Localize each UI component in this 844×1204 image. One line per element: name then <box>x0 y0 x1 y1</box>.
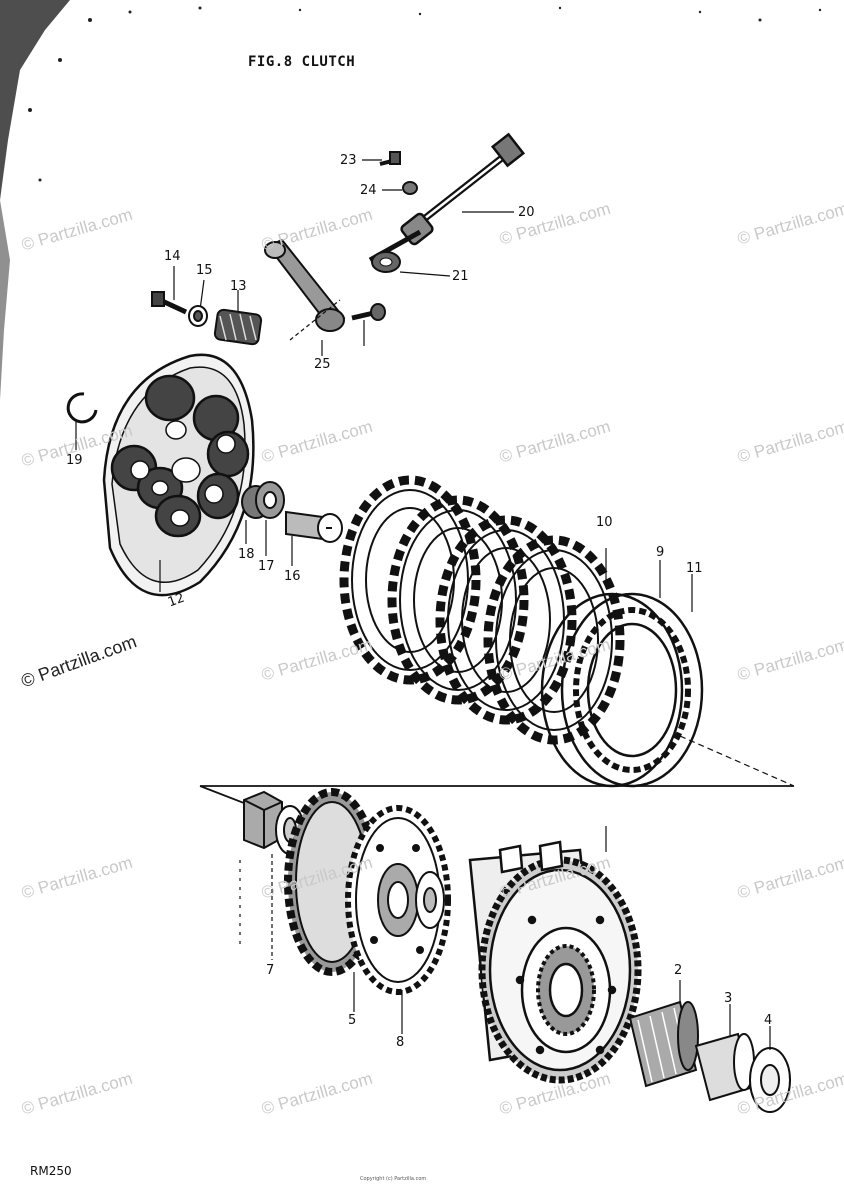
release-shaft <box>368 132 526 263</box>
callout-7[interactable]: 7 <box>266 963 275 978</box>
callout-8[interactable]: 8 <box>396 1035 405 1050</box>
figure-title: FIG.8 CLUTCH <box>248 54 356 70</box>
callout-14[interactable]: 14 <box>164 249 181 264</box>
callout-11[interactable]: 11 <box>686 561 703 576</box>
clutch-spring-set <box>151 291 263 346</box>
thrust-washer <box>415 871 445 929</box>
section-divider <box>199 735 795 811</box>
callout-21[interactable]: 21 <box>452 269 469 284</box>
copyright-line: Copyright (c) Partzilla.com <box>360 1176 427 1182</box>
spacer <box>694 1032 755 1102</box>
callout-13[interactable]: 13 <box>230 279 247 294</box>
plate-leader-lines <box>75 420 161 592</box>
clutch-plate-stack <box>339 475 704 788</box>
callout-20[interactable]: 20 <box>518 205 535 220</box>
callout-22[interactable]: 23 <box>340 153 357 168</box>
leader-lines-top <box>173 159 514 356</box>
callout-16[interactable]: 16 <box>284 569 301 584</box>
bolt-and-washer-top <box>379 151 418 195</box>
oil-seal <box>371 251 401 273</box>
callout-4[interactable]: 4 <box>764 1013 773 1028</box>
callout-2[interactable]: 2 <box>674 963 683 978</box>
callout-17[interactable]: 17 <box>258 559 275 574</box>
circlip <box>66 392 98 424</box>
pressure-plate <box>102 353 255 597</box>
callout-9[interactable]: 9 <box>656 545 665 560</box>
clutch-housing <box>468 840 642 1084</box>
callout-3[interactable]: 3 <box>724 991 733 1006</box>
needle-bearing <box>628 1000 699 1088</box>
callout-23[interactable]: 24 <box>360 183 377 198</box>
scan-noise <box>0 0 822 400</box>
callout-19[interactable]: 19 <box>66 453 83 468</box>
model-code: RM250 <box>30 1164 72 1178</box>
push-piece-assembly <box>241 481 343 566</box>
leader-lines-bottom <box>239 826 771 1050</box>
callout-24[interactable]: 25 <box>314 357 331 372</box>
release-arm <box>264 238 346 332</box>
primary-driven-gear <box>284 788 451 995</box>
callout-5[interactable]: 5 <box>348 1013 357 1028</box>
washer-bottom <box>749 1047 791 1113</box>
callout-10[interactable]: 10 <box>596 515 613 530</box>
callout-18[interactable]: 18 <box>238 547 255 562</box>
callout-15[interactable]: 15 <box>196 263 213 278</box>
arm-bolt <box>351 303 386 321</box>
